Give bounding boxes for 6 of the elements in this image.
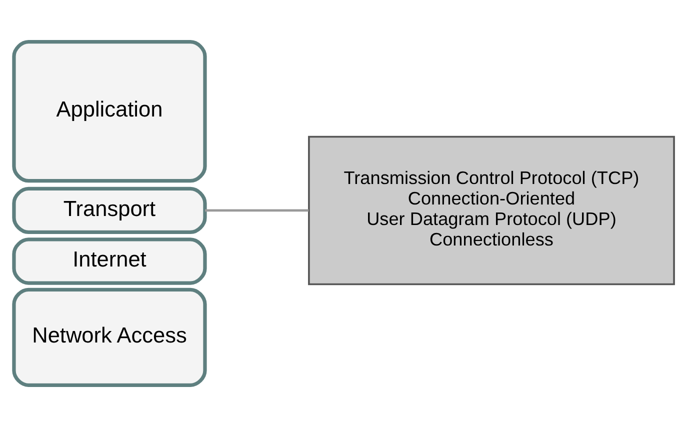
connector: [204, 209, 308, 212]
node-box: Transport: [12, 186, 206, 234]
node-box: Internet: [12, 238, 206, 285]
node-box: Network Access: [12, 288, 206, 387]
node-box: Transmission Control Protocol (TCP) Connection-Oriented User Datagram Protocol (UDP) Connectionless: [308, 136, 674, 286]
node-box: Application: [12, 40, 206, 183]
